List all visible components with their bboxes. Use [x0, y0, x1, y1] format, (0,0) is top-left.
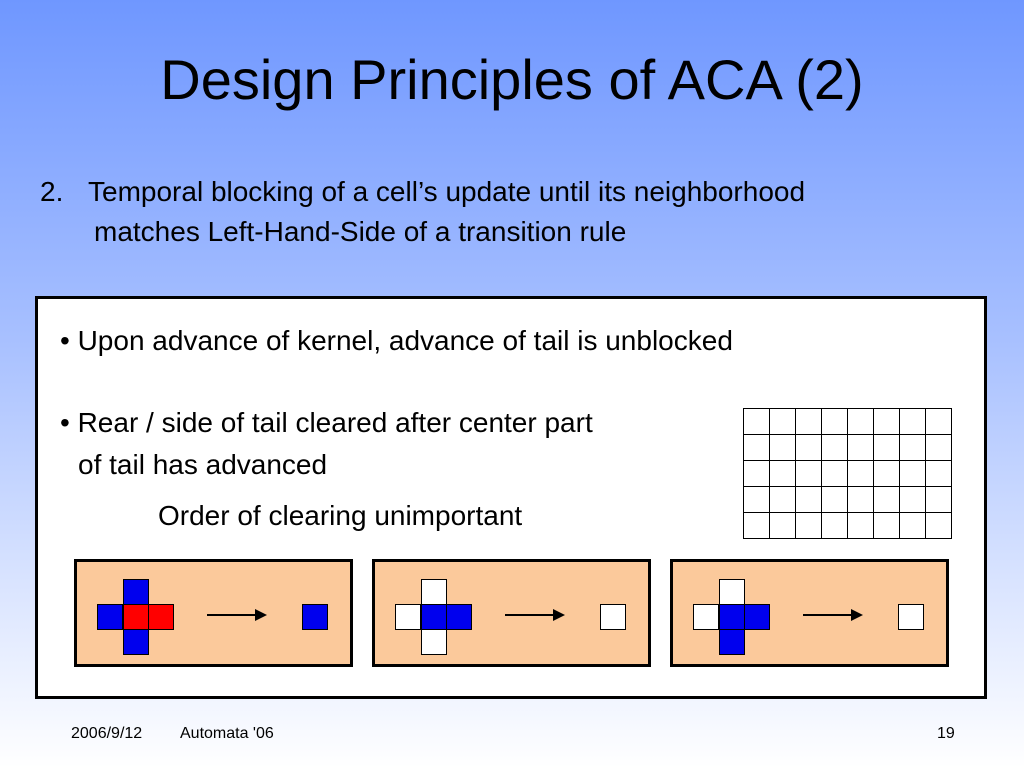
grid-cell [900, 513, 926, 539]
rule3-cell-bottom [719, 629, 745, 655]
rule1-cell-left [97, 604, 123, 630]
grid-cell [874, 409, 900, 435]
rule1-result-cell [302, 604, 328, 630]
footer-date: 2006/9/12 [71, 725, 143, 742]
grid-cell [926, 487, 952, 513]
grid-cell [822, 409, 848, 435]
rule1-cell-center [123, 604, 149, 630]
grid-cell [848, 461, 874, 487]
point-number: 2. [40, 176, 64, 207]
rule-box-2 [372, 559, 651, 667]
rule1-cell-bottom [123, 629, 149, 655]
order-note: Order of clearing unimportant [158, 500, 523, 531]
grid-red-cell [822, 461, 848, 487]
footer-event: Automata '06 [180, 725, 274, 742]
bullet-tail-cleared-2: of tail has advanced [78, 449, 328, 480]
rule2-cell-center [421, 604, 447, 630]
grid-cell [848, 409, 874, 435]
grid-cell [796, 487, 822, 513]
rule3-cell-right [744, 604, 770, 630]
grid-cell [744, 461, 770, 487]
transition-arrow-icon [207, 609, 267, 621]
rule3-cell-center [719, 604, 745, 630]
rule2-cell-top [421, 579, 447, 605]
rule2-result-cell [600, 604, 626, 630]
bullet-tail-cleared-1: • Rear / side of tail cleared after cent… [60, 407, 593, 438]
grid-cell [874, 461, 900, 487]
grid-cell [822, 513, 848, 539]
grid-cell [770, 435, 796, 461]
rule3-cell-left [693, 604, 719, 630]
rule3-result-cell [898, 604, 924, 630]
grid-cell [900, 461, 926, 487]
transition-arrow-icon [803, 609, 863, 621]
grid-cell [796, 435, 822, 461]
grid-cell [848, 487, 874, 513]
rule-box-1 [74, 559, 353, 667]
grid-cell [926, 435, 952, 461]
grid-cell [744, 513, 770, 539]
rule1-cell-top [123, 579, 149, 605]
rule2-cell-left [395, 604, 421, 630]
grid-blue-cell [822, 435, 848, 461]
grid-cell [874, 435, 900, 461]
grid-cell [900, 435, 926, 461]
rule-box-3 [670, 559, 949, 667]
grid-cell [770, 487, 796, 513]
point-line-1: Temporal blocking of a cell’s update unt… [88, 176, 806, 207]
rule2-cell-right [446, 604, 472, 630]
principle-point: 2. Temporal blocking of a cell’s update u… [40, 172, 1000, 252]
grid-cell [900, 409, 926, 435]
grid-cell [926, 409, 952, 435]
grid-cell [744, 487, 770, 513]
grid-cell [926, 461, 952, 487]
rule1-cell-right [148, 604, 174, 630]
cell-grid [743, 408, 952, 539]
grid-cell [848, 513, 874, 539]
point-line-2: matches Left-Hand-Side of a transition r… [94, 216, 627, 247]
grid-cell [848, 435, 874, 461]
page-number: 19 [937, 725, 955, 742]
grid-cell [874, 487, 900, 513]
grid-cell [744, 409, 770, 435]
rule3-cell-top [719, 579, 745, 605]
grid-cell [926, 513, 952, 539]
transition-arrow-icon [505, 609, 565, 621]
grid-cell [874, 513, 900, 539]
bullet-kernel-advance: • Upon advance of kernel, advance of tai… [60, 325, 733, 356]
grid-cell [796, 513, 822, 539]
grid-cell [770, 461, 796, 487]
grid-cell [770, 409, 796, 435]
grid-cell [744, 435, 770, 461]
grid-cell [796, 409, 822, 435]
grid-cell [900, 487, 926, 513]
grid-blue-cell [822, 487, 848, 513]
grid-cell [770, 513, 796, 539]
rule2-cell-bottom [421, 629, 447, 655]
slide-title: Design Principles of ACA (2) [160, 48, 864, 111]
grid-blue-cell [796, 461, 822, 487]
example-panel: • Upon advance of kernel, advance of tai… [35, 296, 987, 699]
